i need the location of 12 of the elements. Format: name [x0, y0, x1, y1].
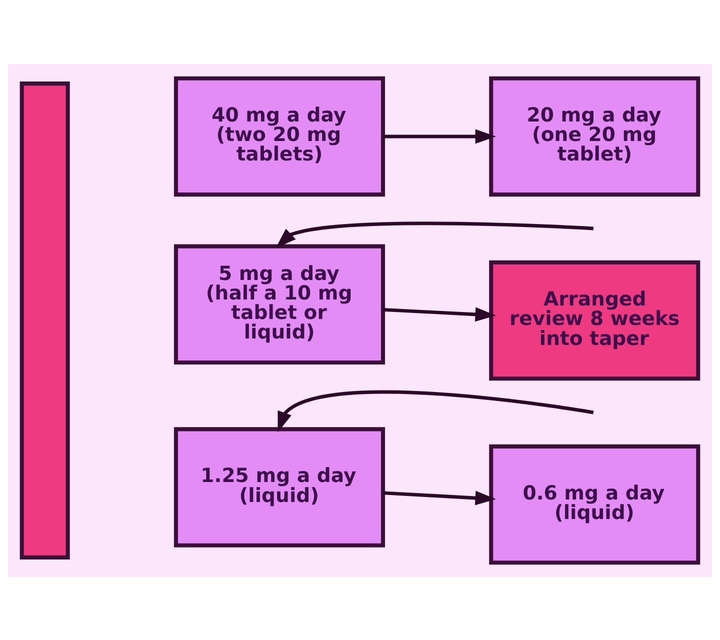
node-box: Arranged review 8 weeks into taper [489, 260, 700, 380]
arrow [383, 128, 496, 144]
arrow [276, 221, 594, 248]
node-box: 40 mg a day (two 20 mg tablets) [174, 76, 386, 196]
node-box: 1.25 mg a day (liquid) [174, 426, 386, 547]
arrow [278, 390, 594, 432]
arrow [382, 306, 496, 322]
node-box: 5 mg a day (half a 10 mg tablet or liquid) [174, 244, 386, 364]
node-box: 0.6 mg a day (liquid) [489, 444, 700, 564]
node-box [20, 81, 70, 559]
node-box: 20 mg a day (one 20 mg tablet) [489, 76, 700, 196]
arrow [382, 490, 496, 505]
